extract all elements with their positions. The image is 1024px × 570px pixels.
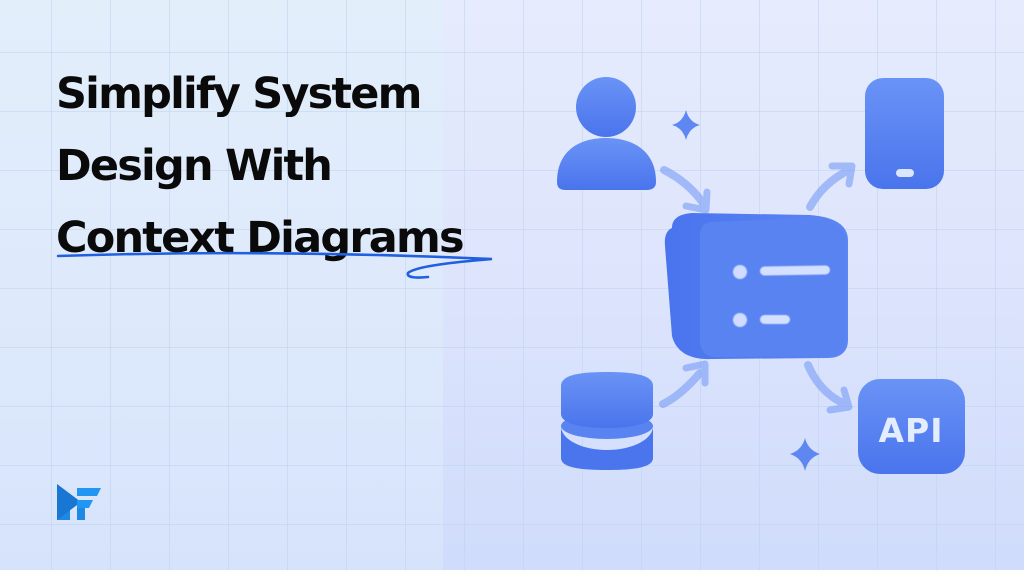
mobile-node xyxy=(865,78,944,189)
headline-line-2: Design With xyxy=(56,141,333,191)
headline-underline xyxy=(56,251,493,279)
api-node: API xyxy=(858,379,965,474)
arrow-database-to-system xyxy=(659,360,709,408)
api-icon xyxy=(858,379,965,474)
database-icon xyxy=(561,372,653,428)
sparkle-icon xyxy=(790,438,820,471)
phone-icon xyxy=(865,78,944,189)
user-head xyxy=(576,77,636,137)
arrow-system-to-mobile xyxy=(806,162,856,211)
arrow-user-to-system xyxy=(660,166,711,214)
list-icon xyxy=(733,265,831,327)
headline-line-1: Simplify System xyxy=(56,69,422,119)
arrow-system-to-api xyxy=(804,361,853,414)
database-node xyxy=(561,372,653,470)
api-label: API xyxy=(878,411,943,450)
user-node xyxy=(557,77,656,190)
nf-logo xyxy=(57,484,101,520)
sparkle-icon xyxy=(672,110,700,140)
user-body xyxy=(557,138,656,190)
system-box xyxy=(664,213,848,360)
